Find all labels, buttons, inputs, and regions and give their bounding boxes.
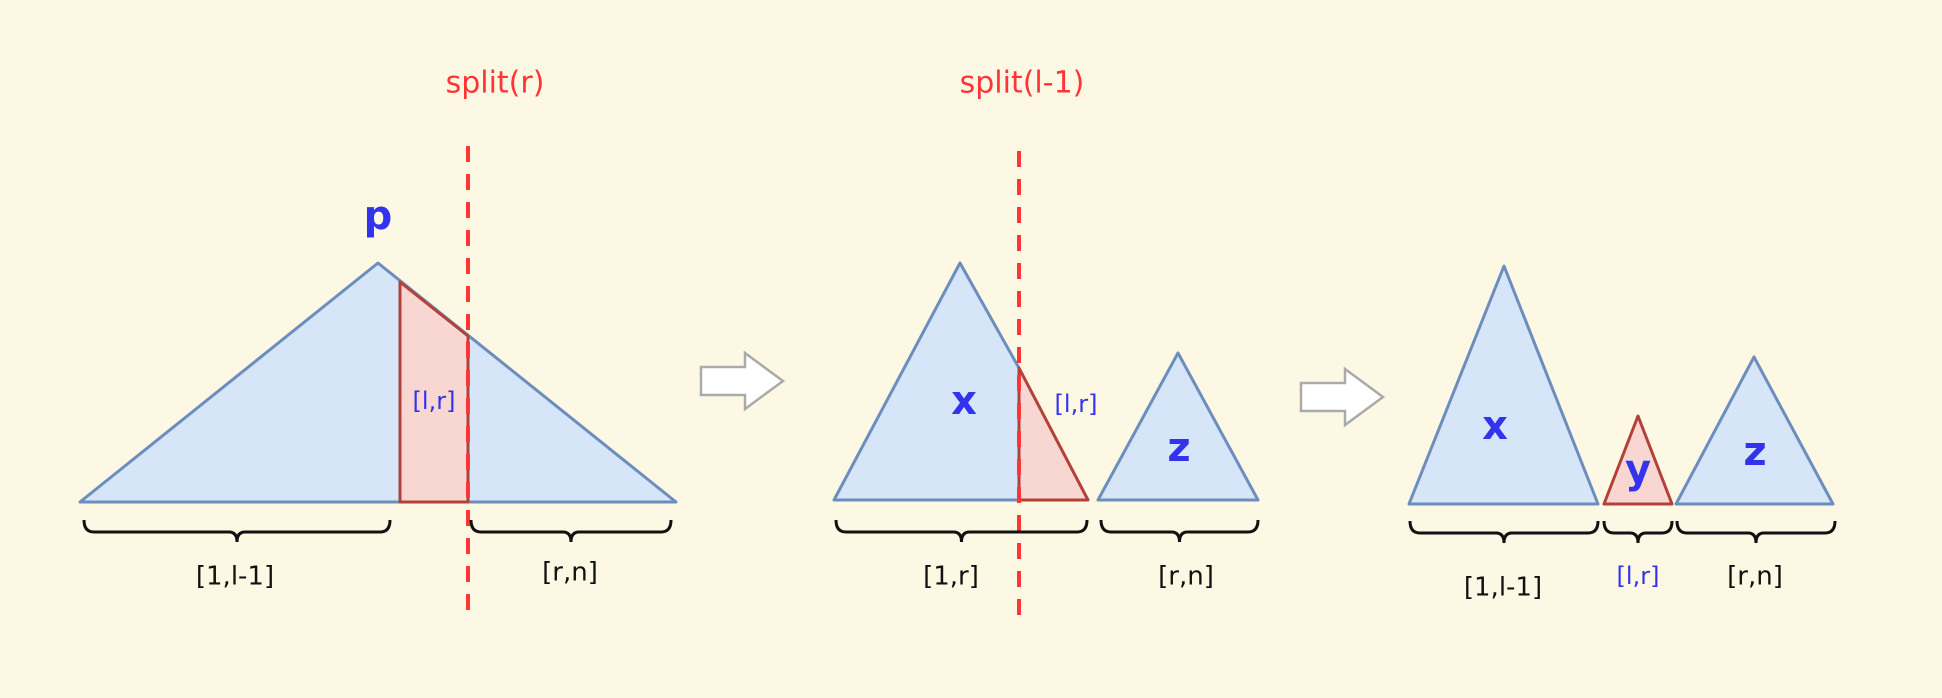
panel-2: split(l-1) x [l,r] z [1,r] [r,n]: [832, 66, 1260, 626]
range-left-label: [1,l-1]: [196, 562, 274, 592]
split-label: split(l-1): [960, 66, 1085, 101]
node-label-z: z: [1743, 429, 1766, 475]
curly-brace: [834, 519, 1089, 543]
node-label-z: z: [1167, 425, 1190, 471]
curly-brace: [1408, 520, 1600, 544]
panel-1: split(r) p [l,r] [1,l-1] [r,n]: [78, 66, 678, 620]
tree-z: [1674, 355, 1835, 506]
range-mid-label: [l,r]: [1617, 562, 1660, 590]
panel-3: x y z [1,l-1] [l,r] [r,n]: [1407, 264, 1837, 603]
node-label-y: y: [1625, 447, 1651, 493]
node-label-x: x: [1482, 403, 1508, 449]
range-left-label: [1,r]: [923, 562, 979, 592]
range-right-label: [r,n]: [1727, 562, 1783, 592]
brace-range-right: [469, 519, 673, 543]
brace-range-left: [82, 519, 392, 543]
curly-brace: [1675, 520, 1837, 544]
range-right-label: [r,n]: [1158, 562, 1214, 592]
curly-brace: [82, 519, 392, 543]
curly-brace: [469, 519, 673, 543]
tree-x: [1407, 264, 1600, 506]
brace-range-left: [1408, 520, 1600, 544]
arrow-right-icon: [1299, 366, 1386, 428]
brace-range-mid: [1602, 520, 1674, 544]
segment-label: [l,r]: [413, 387, 456, 415]
range-left-label: [1,l-1]: [1464, 573, 1542, 603]
brace-range-right: [1099, 519, 1260, 543]
curly-brace: [1099, 519, 1260, 543]
brace-range-left: [834, 519, 1089, 543]
range-right-label: [r,n]: [542, 558, 598, 588]
brace-range-right: [1675, 520, 1837, 544]
node-label-x: x: [951, 378, 977, 424]
segment-l-r: [398, 280, 470, 504]
tree-y: [1602, 414, 1674, 506]
tree-p: [78, 261, 678, 504]
node-label-p: p: [364, 193, 393, 239]
segment-label: [l,r]: [1055, 390, 1098, 418]
tree-z: [1096, 351, 1260, 502]
split-label: split(r): [446, 66, 545, 101]
arrow-right-icon: [699, 350, 786, 412]
curly-brace: [1602, 520, 1674, 544]
